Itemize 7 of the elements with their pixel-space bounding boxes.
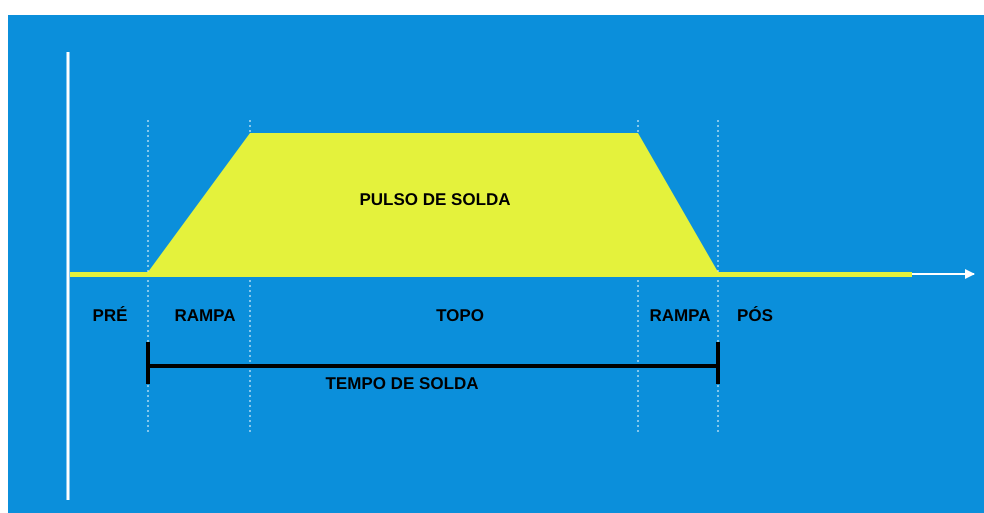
phase-label: PÓS — [737, 306, 773, 326]
phase-label: RAMPA — [649, 306, 711, 326]
phase-label: PRÉ — [92, 306, 128, 326]
dimension-label: TEMPO DE SOLDA — [326, 374, 478, 394]
waveform-label: PULSO DE SOLDA — [359, 190, 511, 210]
phase-label: RAMPA — [174, 306, 236, 326]
phase-label: TOPO — [436, 306, 484, 326]
